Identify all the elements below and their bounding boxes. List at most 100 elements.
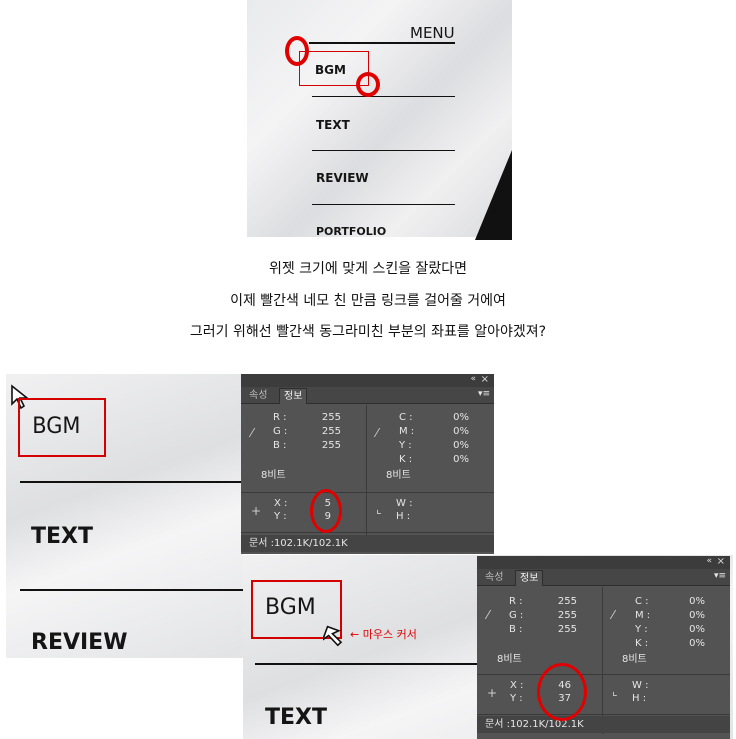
y-label-cmyk: Y : [635, 624, 648, 635]
y-value-cmyk: 0% [453, 440, 469, 451]
panel-menu-icon[interactable]: ▾≡ [713, 571, 726, 581]
m-label: M : [399, 426, 415, 437]
menu-item-bgm[interactable]: BGM [315, 63, 346, 77]
tab-properties[interactable]: 속성 [249, 390, 268, 401]
menu-item-review[interactable]: REVIEW [31, 630, 128, 655]
r-value: 255 [321, 412, 341, 423]
menu-item-text[interactable]: TEXT [31, 524, 94, 549]
c-value: 0% [453, 412, 469, 423]
b-label: B : [509, 624, 523, 635]
bit-depth-right: 8비트 [622, 654, 647, 665]
y-value-cmyk: 0% [689, 624, 705, 635]
crosshair-icon: + [251, 504, 262, 518]
position-section [477, 674, 730, 715]
document-size-bar: 문서 :102.1K/102.1K [477, 716, 730, 733]
xy-highlight-circle [310, 489, 342, 533]
size-box-icon: ⌞ [612, 684, 618, 698]
m-value: 0% [689, 610, 705, 621]
h-label: H : [396, 511, 411, 522]
collapse-icon[interactable]: « [470, 374, 476, 384]
size-box-icon: ⌞ [376, 502, 382, 516]
menu-divider [312, 96, 455, 97]
eyedropper-icon: ⁄ [376, 426, 379, 440]
color-section [241, 404, 494, 493]
menu-divider [312, 204, 455, 205]
color-section [477, 586, 730, 675]
menu-item-text[interactable]: TEXT [265, 705, 328, 730]
position-section [241, 492, 494, 533]
bottom-right-circle [356, 72, 380, 97]
m-value: 0% [453, 426, 469, 437]
xy-highlight-circle [537, 663, 587, 721]
menu-divider [20, 481, 243, 483]
eyedropper-icon: ⁄ [487, 608, 490, 622]
menu-item-portfolio[interactable]: PORTFOLIO [316, 225, 387, 238]
caption-line-2: 이제 빨간색 네모 친 만큼 링크를 걸어줄 거에여 [230, 293, 506, 309]
r-label: R : [509, 596, 523, 607]
caption-line-1: 위젯 크기에 맞게 스킨을 잘랐다면 [268, 261, 468, 277]
eyedropper-icon: ⁄ [251, 426, 254, 440]
r-value: 255 [557, 596, 577, 607]
menu-title: MENU [410, 24, 455, 42]
g-value: 255 [557, 610, 577, 621]
info-panel-2: « × 속성 정보 ▾≡ ⁄ R : G : B : 255 255 255 8… [477, 556, 730, 739]
menu-item-bgm[interactable]: BGM [32, 414, 81, 439]
cursor-arrow-icon [321, 625, 349, 651]
b-value: 255 [321, 440, 341, 451]
link-area-box [251, 580, 342, 639]
h-label: H : [632, 693, 647, 704]
w-label: W : [396, 498, 413, 509]
x-label: X : [510, 680, 524, 691]
menu-title-underline [309, 42, 455, 44]
y-label-cmyk: Y : [399, 440, 412, 451]
tab-info[interactable]: 정보 [515, 570, 544, 586]
dark-edge-decoration [475, 150, 512, 240]
menu-item-review[interactable]: REVIEW [316, 171, 369, 185]
w-label: W : [632, 680, 649, 691]
close-icon[interactable]: × [480, 374, 489, 385]
y-label: Y : [510, 693, 523, 704]
bit-depth-right: 8비트 [386, 470, 411, 481]
panel-tabs: 속성 정보 ▾≡ [477, 569, 730, 586]
g-value: 255 [321, 426, 341, 437]
section-divider [602, 587, 603, 734]
k-value: 0% [689, 638, 705, 649]
tab-info[interactable]: 정보 [279, 388, 308, 404]
top-left-circle [285, 36, 309, 66]
crosshair-icon: + [487, 686, 498, 700]
c-label: C : [399, 412, 413, 423]
menu-divider [20, 589, 243, 591]
menu-item-bgm[interactable]: BGM [265, 595, 316, 620]
k-label: K : [399, 454, 413, 465]
mouse-cursor-annotation: ← 마우스 커서 [350, 628, 417, 641]
c-label: C : [635, 596, 649, 607]
panel-menu-icon[interactable]: ▾≡ [477, 389, 490, 399]
bit-depth-left: 8비트 [261, 470, 286, 481]
document-size-bar: 문서 :102.1K/102.1K [241, 535, 494, 552]
menu-divider [255, 663, 487, 665]
zoomed-menu-left: BGM TEXT REVIEW [6, 374, 243, 658]
link-area-box [299, 51, 369, 86]
tab-properties[interactable]: 속성 [485, 572, 504, 583]
g-label: G : [509, 610, 524, 621]
info-panel-1: « × 속성 정보 ▾≡ ⁄ R : G : B : 255 255 255 8… [241, 374, 494, 554]
bit-depth-left: 8비트 [497, 654, 522, 665]
y-label: Y : [274, 511, 287, 522]
x-label: X : [274, 498, 288, 509]
menu-item-text[interactable]: TEXT [316, 118, 350, 132]
c-value: 0% [689, 596, 705, 607]
k-value: 0% [453, 454, 469, 465]
close-icon[interactable]: × [716, 556, 725, 567]
b-label: B : [273, 440, 287, 451]
panel-title-bar: « × [241, 374, 494, 387]
r-label: R : [273, 412, 287, 423]
panel-title-bar: « × [477, 556, 730, 569]
collapse-icon[interactable]: « [706, 556, 712, 566]
menu-divider [312, 150, 455, 151]
panel-tabs: 속성 정보 ▾≡ [241, 387, 494, 404]
caption-line-3: 그러기 위해선 빨간색 동그라미친 부분의 좌표를 알아야겠져? [189, 324, 547, 340]
link-area-box [18, 398, 106, 457]
b-value: 255 [557, 624, 577, 635]
top-widget-screenshot: MENU BGM TEXT REVIEW PORTFOLIO [247, 0, 512, 240]
g-label: G : [273, 426, 288, 437]
